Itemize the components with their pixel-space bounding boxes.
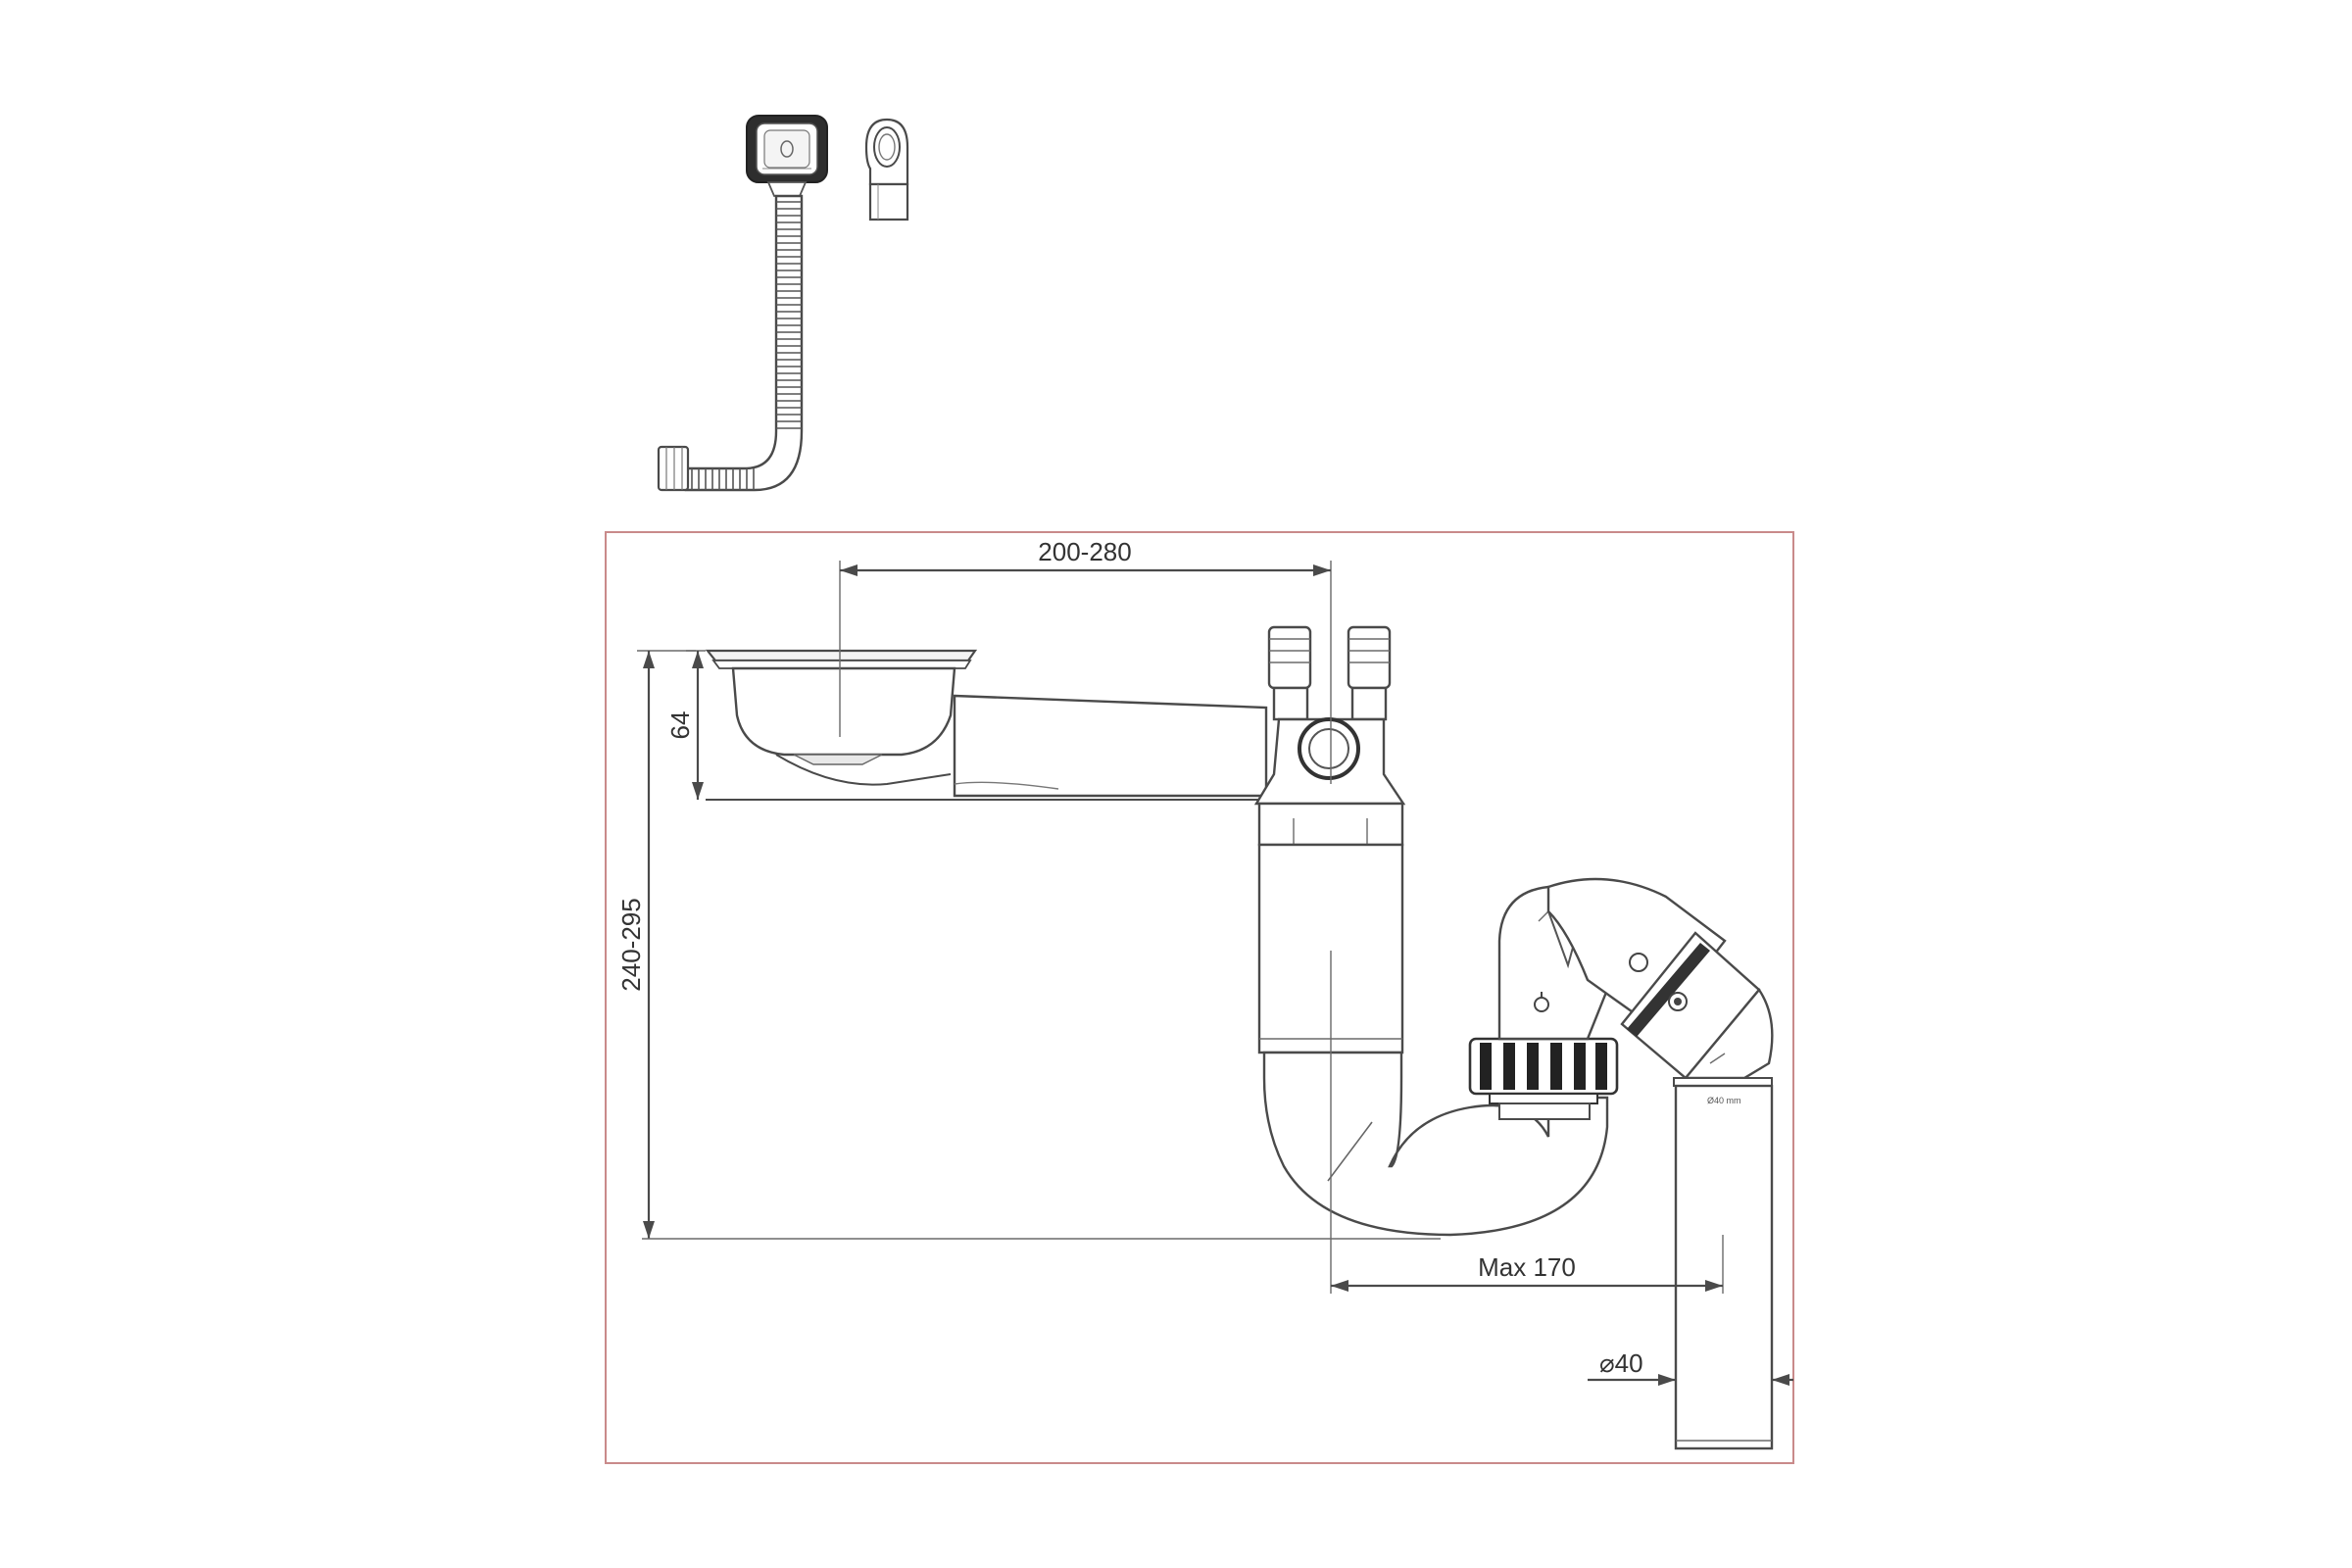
u-trap-bend xyxy=(1262,1051,1609,1237)
dimension-64: 64 xyxy=(665,650,706,800)
overflow-head-icon xyxy=(746,115,828,197)
sink-strainer-bowl xyxy=(705,649,978,786)
dimension-240-295: 240-295 xyxy=(616,650,1441,1240)
dimension-diameter-40: ⌀40 xyxy=(1588,1348,1793,1386)
standpipe-tee xyxy=(1253,625,1406,1054)
drawing-frame xyxy=(605,531,1794,1464)
trap-crown-outlet xyxy=(1546,877,1774,1080)
inlet-spigot-left xyxy=(1267,625,1312,721)
recycle-mark-icon xyxy=(1668,992,1688,1011)
waste-arm-pipe xyxy=(706,694,1268,801)
dimension-label-bottom: Max 170 xyxy=(1478,1252,1576,1282)
overflow-cap-icon xyxy=(864,118,909,221)
dimension-label-diameter: ⌀40 xyxy=(1599,1348,1643,1378)
flexible-overflow-hose-icon xyxy=(657,194,804,492)
dimension-label-top: 200-280 xyxy=(1038,537,1131,566)
dimension-label-bowl: 64 xyxy=(665,711,695,740)
dimension-max-170: Max 170 xyxy=(1331,1235,1724,1294)
inlet-spigot-right xyxy=(1347,625,1392,721)
outlet-pipe: Ø40 mm xyxy=(1673,1077,1774,1450)
pipe-label-small: Ø40 mm xyxy=(1707,1096,1741,1105)
dimension-label-left: 240-295 xyxy=(616,898,646,991)
recycle-mark-icon xyxy=(1534,992,1549,1012)
overflow-hose-kit xyxy=(657,115,828,492)
dimension-200-280: 200-280 xyxy=(839,537,1332,784)
